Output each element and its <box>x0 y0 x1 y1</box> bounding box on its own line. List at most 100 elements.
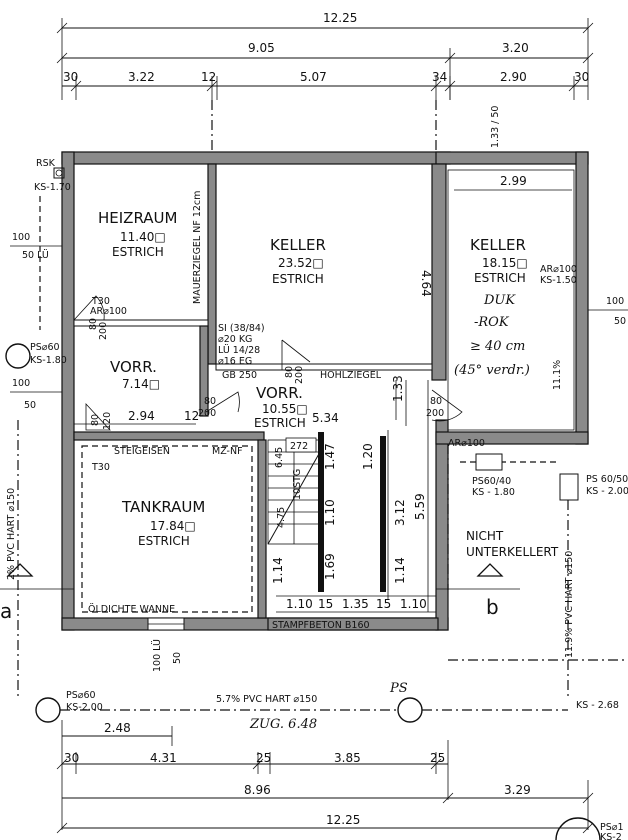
label-mznf: MZ-NF <box>212 446 243 457</box>
interior-walls <box>73 163 447 619</box>
top-dimension-chains: 12.25 9.05 3.20 30 3.22 12 5.07 34 2.90 … <box>56 11 594 100</box>
room-vorr-left-area: 7.14□ <box>122 377 160 391</box>
dim-top-s7: 30 <box>574 70 589 84</box>
label-pvc-right: 11.9% PVC HART ⌀150 <box>564 551 575 658</box>
keller-right-inner <box>447 169 575 431</box>
dim-bot-30: 30 <box>64 751 79 765</box>
room-tankraum-name: TANKRAUM <box>121 498 205 516</box>
dim-top-right: 3.20 <box>502 41 529 55</box>
label-ps-bottom: PS⌀1 <box>600 822 624 833</box>
door-80-c: 80 <box>204 396 216 407</box>
label-lue-bottom: 100 LÜ <box>152 639 163 672</box>
dim-b-135: 1.35 <box>342 597 369 611</box>
hand-duk: DUK <box>483 293 516 308</box>
label-ps6040: PS60/40 <box>472 476 511 487</box>
hand-line3: ≥ 40 cm <box>470 339 525 354</box>
label-ks150: KS-1.50 <box>540 275 577 286</box>
dim-b-15b: 15 <box>376 597 391 611</box>
label-ar100-b: AR⌀100 <box>448 438 485 449</box>
nicht-unterkellert-line1: NICHT <box>466 529 504 543</box>
annotations: RSK KS-1.70 100 50 LÜ MAUERZIEGEL NF 12c… <box>0 158 628 840</box>
dim-bot-25a: 25 <box>256 751 271 765</box>
dim-v-559: 5.59 <box>413 493 427 520</box>
label-ks268: KS - 2.68 <box>576 700 619 711</box>
stair-step-count: 10STG <box>292 469 303 500</box>
room-keller-right-floor: ESTRICH <box>474 271 526 285</box>
dim-bot-896: 8.96 <box>244 783 271 797</box>
label-ks180-r: KS - 1.80 <box>472 487 515 498</box>
hand-zug: ZUG. 6.48 <box>249 717 317 732</box>
dim-bot-248: 2.48 <box>104 721 131 735</box>
label-lue-bottom-50: 50 <box>172 652 183 664</box>
room-labels: HEIZRAUM 11.40□ ESTRICH KELLER 23.52□ ES… <box>98 209 559 559</box>
label-ks180-l: KS-1.80 <box>30 355 67 366</box>
dim-vorr-12: 12 <box>184 409 199 423</box>
bottom-dimension-chains: 2.48 30 4.31 25 3.85 25 8.96 3.29 12.25 <box>56 720 594 834</box>
section-a-label: a <box>0 599 12 623</box>
label-ks-bottom: KS-2 <box>600 832 622 840</box>
dim-top-s2: 3.22 <box>128 70 155 84</box>
dim-v-312: 3.12 <box>393 499 407 526</box>
dim-v-114b: 1.14 <box>393 557 407 584</box>
label-ks200-b: KS-2.00 <box>66 702 103 713</box>
dim-bot-total: 12.25 <box>326 813 360 827</box>
dim-v-120: 1.20 <box>361 443 375 470</box>
room-heizraum-area: 11.40□ <box>120 230 166 244</box>
label-ps60-b: PS⌀60 <box>66 690 96 701</box>
nicht-unterkellert-outline <box>447 444 628 661</box>
section-a-marker-icon <box>6 563 34 577</box>
dim-b-15a: 15 <box>318 597 333 611</box>
hand-line4: (45° verdr.) <box>454 363 530 378</box>
label-ar100-l: AR⌀100 <box>90 306 127 317</box>
nicht-unterkellert-line2: UNTERKELLERT <box>466 545 559 559</box>
label-si-2: ⌀20 KG <box>218 334 252 345</box>
label-ks170: KS-1.70 <box>34 182 71 193</box>
door-120-e: 120 <box>102 412 113 430</box>
handwritten-notes: DUK -ROK ≥ 40 cm (45° verdr.) PS ZUG. 6.… <box>249 293 530 732</box>
label-ar100-r: AR⌀100 <box>540 264 577 275</box>
door-200-a: 200 <box>98 322 109 340</box>
dim-top-s3: 12 <box>201 70 216 84</box>
dim-bot-385: 3.85 <box>334 751 361 765</box>
dim-bot-329: 3.29 <box>504 783 531 797</box>
door-80-d: 80 <box>430 396 442 407</box>
room-heizraum-name: HEIZRAUM <box>98 209 177 227</box>
label-lue-right-50: 50 <box>614 316 626 327</box>
dim-b-110a: 1.10 <box>286 597 313 611</box>
label-lue-left-50: 50 <box>24 400 36 411</box>
room-keller-right-area: 18.15□ <box>482 256 528 270</box>
interior-dimensions: 2.99 4.64 2.94 12 5.34 1.33 1.47 1.20 1.… <box>74 106 572 613</box>
room-vorr-mid-name: VORR. <box>256 384 303 402</box>
manhole-bottom-left-icon <box>35 697 61 723</box>
dim-kl-133-50: 1.33 / 50 <box>490 106 501 148</box>
dim-top-s5: 34 <box>432 70 447 84</box>
room-vorr-left-name: VORR. <box>110 358 157 376</box>
door-200-d: 200 <box>426 408 444 419</box>
label-oeldichte: ÖLDICHTE WANNE <box>88 604 175 615</box>
label-steigeisen: STEIGEISEN <box>114 446 170 457</box>
label-lue-left-100: 100 <box>12 378 30 389</box>
dim-bot-431: 4.31 <box>150 751 177 765</box>
dim-stair-475: 4.75 <box>276 507 287 528</box>
label-stampfbeton: STAMPFBETON B160 <box>272 620 370 631</box>
label-si-4: ⌀16 EG <box>218 356 252 367</box>
manhole-bottom-right-icon <box>555 817 601 840</box>
dim-stair-272: 272 <box>290 441 308 452</box>
label-lue-right-100: 100 <box>606 296 624 307</box>
dim-top-s1: 30 <box>63 70 78 84</box>
inspection-shaft-icon <box>475 453 503 471</box>
shaft-lines <box>318 380 397 600</box>
room-tankraum-floor: ESTRICH <box>138 534 190 548</box>
label-pvc-bottom: 5.7% PVC HART ⌀150 <box>216 694 317 705</box>
dim-vorr-534: 5.34 <box>312 411 339 425</box>
room-vorr-mid-floor: ESTRICH <box>254 416 306 430</box>
hand-ps: PS <box>389 681 408 696</box>
label-pvc-left: 2% PVC HART ⌀150 <box>6 488 17 580</box>
manhole-left-icon <box>5 343 31 369</box>
room-keller-right-name: KELLER <box>470 236 526 254</box>
door-200-b: 200 <box>294 366 305 384</box>
door-80-b: 80 <box>284 366 295 378</box>
room-tankraum-area: 17.84□ <box>150 519 196 533</box>
label-gb250: GB 250 <box>222 370 257 381</box>
